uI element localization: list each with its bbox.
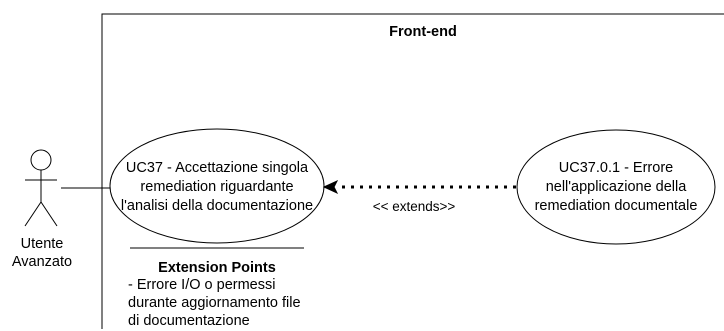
extension-point-line3: di documentazione bbox=[128, 313, 250, 329]
use-case-main-ellipse[interactable] bbox=[109, 128, 325, 244]
use-case-main-line3: l'analisi della documentazione bbox=[120, 198, 314, 214]
extension-points-title: Extension Points bbox=[158, 260, 276, 276]
actor-left-leg bbox=[24, 201, 42, 227]
extension-point-line2: durante aggiornamento file bbox=[128, 295, 301, 311]
extends-label: << extends>> bbox=[372, 199, 456, 214]
use-case-main-line2: remediation riguardante bbox=[140, 179, 294, 195]
use-case-ext-line3: remediation documentale bbox=[534, 198, 698, 214]
system-title: Front-end bbox=[389, 24, 457, 40]
use-case-ext-line2: nell'applicazione della bbox=[545, 179, 687, 195]
use-case-ext-ellipse[interactable] bbox=[516, 129, 716, 245]
actor-figure bbox=[24, 149, 58, 227]
extends-arrowhead bbox=[322, 179, 339, 195]
use-case-ext-line1: UC37.0.1 - Errore bbox=[558, 160, 674, 176]
actor-head bbox=[30, 149, 52, 171]
actor-label-line1: Utente bbox=[20, 236, 64, 252]
actor-label-line2: Avanzato bbox=[11, 254, 73, 270]
extension-point-line1: - Errore I/O o permessi bbox=[128, 277, 276, 293]
actor-right-leg bbox=[40, 201, 58, 227]
use-case-main-line1: UC37 - Accettazione singola bbox=[125, 160, 309, 176]
system-boundary bbox=[101, 13, 724, 329]
